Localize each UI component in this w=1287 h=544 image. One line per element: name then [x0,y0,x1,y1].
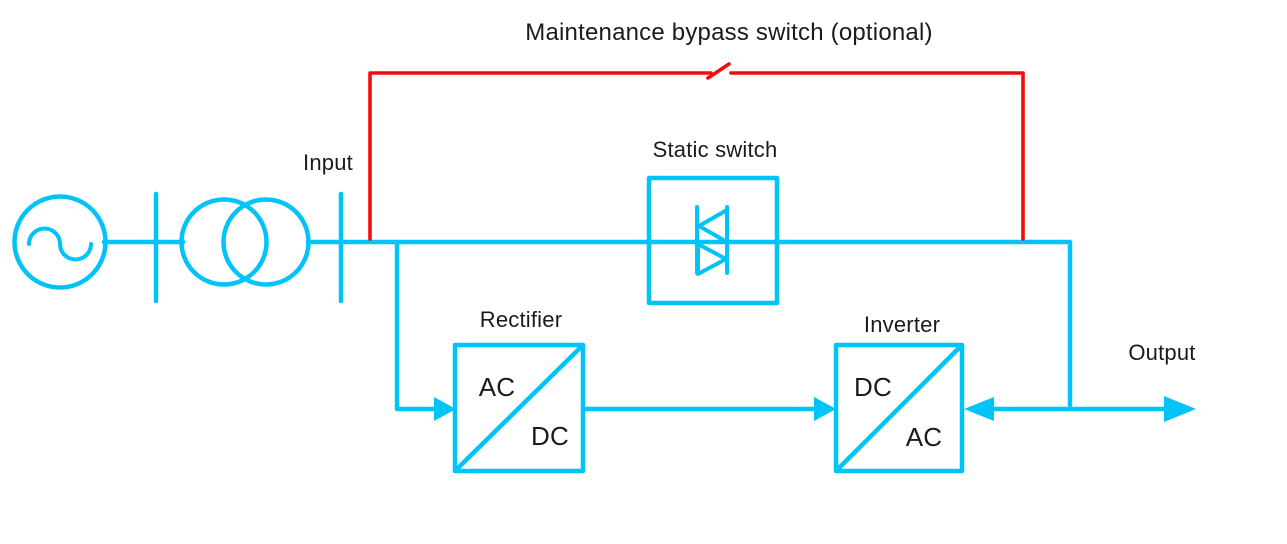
rectifier-ac-label: AC [478,372,516,402]
bypass-title-label: Maintenance bypass switch (optional) [525,19,933,46]
static-switch-label: Static switch [652,137,778,162]
rectifier-block-icon [452,342,586,474]
ac-source-icon [12,194,108,290]
output-label: Output [1128,340,1196,365]
inverter-input-arrow-icon [814,397,836,421]
open-switch-icon [706,62,731,80]
main-bus-line [305,239,1073,408]
inverter-ac-label: AC [905,422,943,452]
rectifier-dc-label: DC [531,421,569,451]
triac-icon [695,205,729,276]
rectifier-branch-line [394,239,437,412]
inverter-label: Inverter [863,312,941,337]
inverter-dc-label: DC [854,372,892,402]
output-arrow-icon [1164,396,1196,422]
static-switch-box [646,175,780,306]
inverter-backfeed-arrow-icon [964,397,994,421]
inverter-block-icon [833,342,965,474]
transformer-icon [179,197,311,287]
input-label: Input [303,150,353,175]
rectifier-label: Rectifier [479,307,563,332]
rectifier-input-arrow-icon [434,397,456,421]
bypass-return-line [729,71,1025,241]
bypass-feed-line [368,71,713,241]
